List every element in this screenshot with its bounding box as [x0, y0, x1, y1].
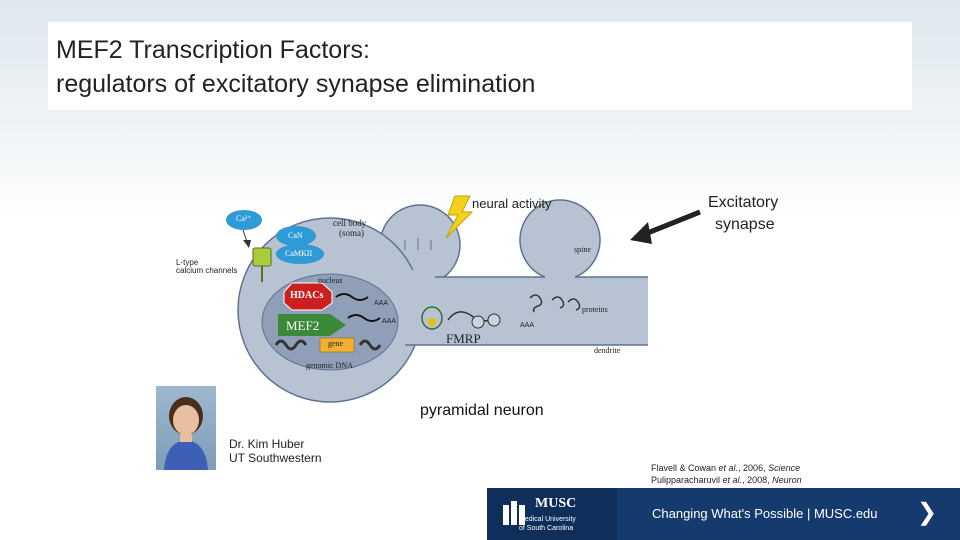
- musc-logo-text: MUSC: [535, 496, 577, 511]
- protein-icon-3: [567, 298, 581, 311]
- citation-2-etal: et al.: [722, 475, 743, 485]
- title-box: MEF2 Transcription Factors: regulators o…: [48, 22, 912, 110]
- can-label: CaN: [288, 231, 303, 240]
- neural-activity-label: neural activity: [472, 196, 552, 211]
- camkii-label: CaMKII: [285, 249, 313, 258]
- excitatory-synapse-label-2: synapse: [715, 216, 775, 233]
- dendrite-label: dendrite: [594, 346, 621, 355]
- gene-label: gene: [328, 339, 344, 348]
- citation-2-year: , 2008,: [742, 475, 773, 485]
- musc-logo: MUSC Medical University of South Carolin…: [487, 488, 617, 540]
- spine-label: spine: [574, 245, 591, 254]
- portrait-photo: [156, 386, 216, 470]
- synapse-arrow-icon: [639, 209, 701, 239]
- cell-body-label-1: cell body: [333, 218, 367, 228]
- slide-title-line1: MEF2 Transcription Factors:: [56, 36, 370, 64]
- citation-1-year: , 2006,: [738, 463, 769, 473]
- slide-title-line2: regulators of excitatory synapse elimina…: [56, 70, 536, 98]
- mrna-strand-2: [347, 314, 381, 322]
- aaa-label-2: AAA: [382, 318, 397, 325]
- cell-body-label-2: (soma): [339, 228, 364, 238]
- ca-label: Ca²⁺: [236, 214, 252, 223]
- footer-tagline: Changing What's Possible | MUSC.edu: [652, 506, 878, 521]
- citation-1-etal: et al.: [718, 463, 739, 473]
- protein-icon-1: [529, 294, 543, 313]
- fmrp-label: FMRP: [446, 331, 481, 346]
- ca-badge: [226, 210, 262, 230]
- citation-1-authors: Flavell & Cowan: [651, 463, 719, 473]
- musc-logo-sub-2: of South Carolina: [519, 525, 574, 532]
- citation-2-authors: Pulipparacharuvil: [651, 475, 723, 485]
- gene-box: [319, 337, 355, 353]
- dna-strand: [274, 339, 382, 351]
- l-type-label-1: L-type: [176, 258, 199, 267]
- aaa-label-1: AAA: [374, 300, 389, 307]
- next-arrow-icon[interactable]: ❯: [917, 499, 938, 526]
- excitatory-synapse-label-1: Excitatory: [708, 194, 779, 211]
- citation-1-journal: Science: [768, 463, 801, 473]
- citation-line-2: Pulipparacharuvil et al., 2008, Neuron: [651, 474, 802, 486]
- person-affiliation: UT Southwestern: [229, 451, 322, 465]
- hdacs-label: HDACs: [290, 290, 324, 301]
- hdac-stop-icon: [283, 282, 333, 311]
- nucleus-label: nucleus: [318, 276, 343, 285]
- aaa-label-3: AAA: [520, 322, 535, 329]
- mef2-label: MEF2: [286, 318, 320, 333]
- can-badge: [276, 226, 316, 246]
- citation-2-journal: Neuron: [772, 475, 802, 485]
- l-type-label-2: calcium channels: [176, 266, 238, 275]
- person-name: Dr. Kim Huber: [229, 437, 305, 451]
- musc-logo-sub-1: Medical University: [519, 516, 576, 523]
- portrait-icon: [164, 397, 208, 470]
- camkii-badge: [276, 244, 324, 264]
- proteins-label: proteins: [582, 305, 608, 314]
- mrna-strand-1: [335, 293, 369, 301]
- genomic-dna-label: genomic DNA: [306, 361, 353, 370]
- musc-logo-icon: [503, 501, 525, 525]
- pyramidal-neuron-label: pyramidal neuron: [420, 402, 544, 419]
- lightning-icon: [445, 195, 474, 239]
- citation: Flavell & Cowan et al., 2006, Science Pu…: [651, 462, 802, 486]
- footer-banner: MUSC Medical University of South Carolin…: [487, 488, 960, 540]
- mef2-block: [278, 314, 346, 336]
- calcium-channel-icon: [252, 247, 272, 267]
- protein-icon-2: [551, 296, 565, 309]
- citation-line-1: Flavell & Cowan et al., 2006, Science: [651, 462, 802, 474]
- dendrite-shaft: [360, 277, 648, 345]
